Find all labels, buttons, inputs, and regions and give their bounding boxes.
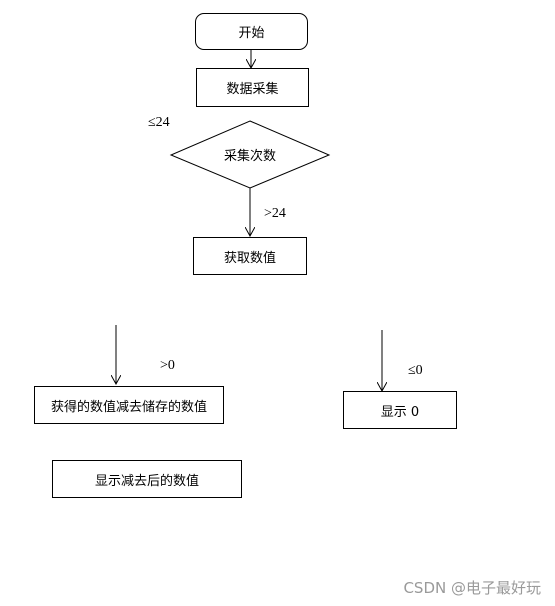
decision-node-label: 采集次数: [223, 149, 276, 164]
start-node: 开始: [195, 13, 308, 50]
show-result-node: 显示减去后的数值: [52, 460, 242, 498]
subtract-node-label: 获得的数值减去储存的数值: [50, 399, 207, 415]
start-node-label: 开始: [238, 26, 265, 41]
show-zero-node-label: 显示 0: [380, 404, 420, 420]
collect-node-label: 数据采集: [226, 82, 279, 97]
edge-label-le0: ≤0: [408, 363, 423, 378]
get-value-node-label: 获取数值: [223, 250, 276, 266]
decision-node: 采集次数: [171, 121, 329, 188]
edge-label-le24: ≤24: [148, 115, 170, 130]
edge-label-gt0: >0: [160, 358, 175, 373]
subtract-node: 获得的数值减去储存的数值: [34, 386, 224, 424]
watermark: CSDN @电子最好玩: [403, 579, 541, 597]
get-value-node: 获取数值: [193, 237, 307, 275]
show-zero-node: 显示 0: [343, 391, 457, 429]
collect-node: 数据采集: [196, 68, 309, 107]
edge-label-gt24: >24: [264, 206, 286, 221]
show-result-node-label: 显示减去后的数值: [94, 473, 199, 489]
